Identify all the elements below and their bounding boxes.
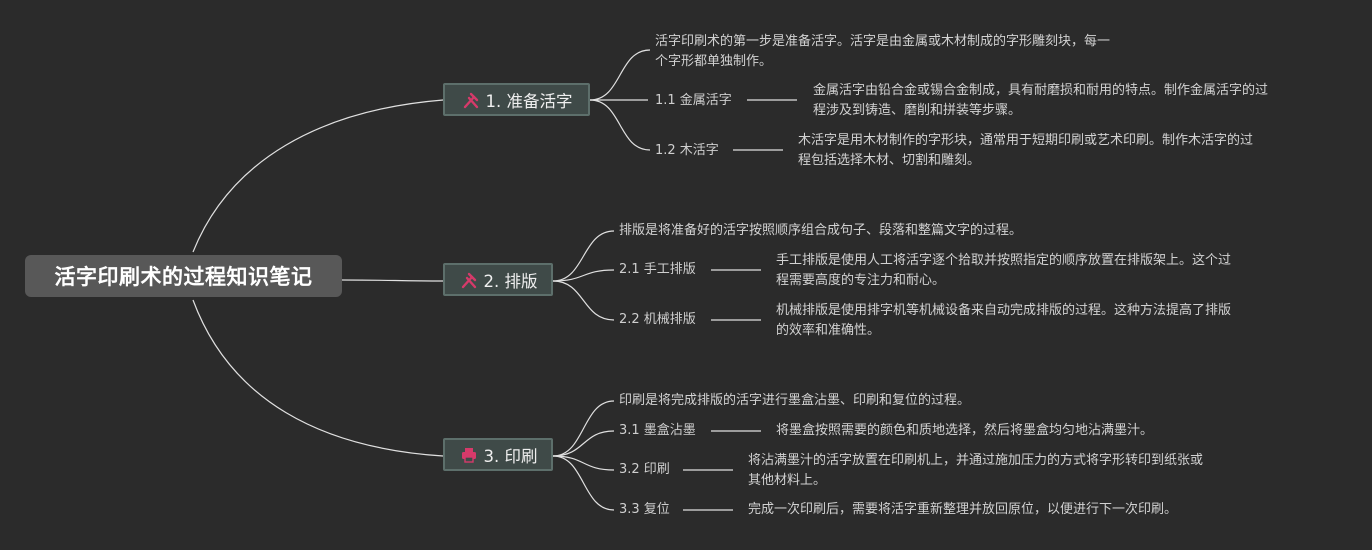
root-title: 活字印刷术的过程知识笔记 (54, 265, 313, 289)
subtopic-3-2-desc: 将沾满墨汁的活字放置在印刷机上，并通过施加压力的方式将字形转印到纸张或其他材料上… (748, 453, 1204, 488)
link-t2-intro (552, 230, 615, 282)
subtopic-2-1-label[interactable]: 2.1 手工排版 (619, 262, 696, 277)
topic-3-intro: 印刷是将完成排版的活字进行墨盒沾墨、印刷和复位的过程。 (619, 393, 971, 408)
hammer-pick-icon (459, 270, 479, 290)
link-t2-sub2 (552, 280, 615, 321)
subtopic-3-2-label[interactable]: 3.2 印刷 (619, 462, 670, 477)
link-t1-sub2 (589, 99, 651, 151)
link-t2-sub1 (552, 269, 615, 282)
topic-node-2[interactable]: 2. 排版 (443, 263, 553, 296)
subtopic-1-1-desc: 金属活字由铅合金或锡合金制成，具有耐磨损和耐用的特点。制作金属活字的过程涉及到铸… (813, 83, 1269, 118)
subtopic-3-3-label[interactable]: 3.3 复位 (619, 502, 670, 517)
link-root-topic-1 (192, 99, 444, 253)
subtopic-2-2-label[interactable]: 2.2 机械排版 (619, 312, 696, 327)
link-t3-sub1 (552, 430, 615, 457)
subtopic-1-2-desc: 木活字是用木材制作的字形块，通常用于短期印刷或艺术印刷。制作木活字的过程包括选择… (798, 133, 1254, 168)
link-t3-sub3 (552, 455, 615, 511)
subtopic-1-2-label[interactable]: 1.2 木活字 (655, 143, 719, 158)
subtopic-1-1-label[interactable]: 1.1 金属活字 (655, 93, 732, 108)
link-root-topic-2 (341, 279, 444, 282)
subtopic-3-1-label[interactable]: 3.1 墨盒沾墨 (619, 423, 696, 438)
topic-2-label: 2. 排版 (483, 271, 538, 291)
topic-3-label: 3. 印刷 (483, 446, 538, 466)
root-node[interactable]: 活字印刷术的过程知识笔记 (25, 255, 342, 297)
link-root-topic-3 (192, 299, 444, 457)
subtopic-2-1-desc: 手工排版是使用人工将活字逐个拾取并按照指定的顺序放置在排版架上。这个过程需要高度… (776, 253, 1232, 288)
hammer-pick-icon (461, 90, 481, 110)
subtopic-2-2-desc: 机械排版是使用排字机等机械设备来自动完成排版的过程。这种方法提高了排版的效率和准… (776, 303, 1232, 338)
link-t3-sub2 (552, 455, 615, 471)
subtopic-3-3-desc: 完成一次印刷后，需要将活字重新整理并放回原位，以便进行下一次印刷。 (748, 502, 1178, 517)
link-t1-intro (589, 49, 651, 101)
link-t3-intro (552, 400, 615, 457)
topic-1-label: 1. 准备活字 (485, 91, 573, 111)
topic-1-intro: 活字印刷术的第一步是准备活字。活字是由金属或木材制成的字形雕刻块，每一个字形都单… (655, 34, 1111, 69)
topic-node-1[interactable]: 1. 准备活字 (443, 83, 590, 116)
topic-2-intro: 排版是将准备好的活字按照顺序组合成句子、段落和整篇文字的过程。 (619, 223, 1023, 238)
printer-icon (459, 445, 479, 465)
subtopic-3-1-desc: 将墨盒按照需要的颜色和质地选择，然后将墨盒均匀地沾满墨汁。 (776, 423, 1154, 438)
topic-node-3[interactable]: 3. 印刷 (443, 438, 553, 471)
